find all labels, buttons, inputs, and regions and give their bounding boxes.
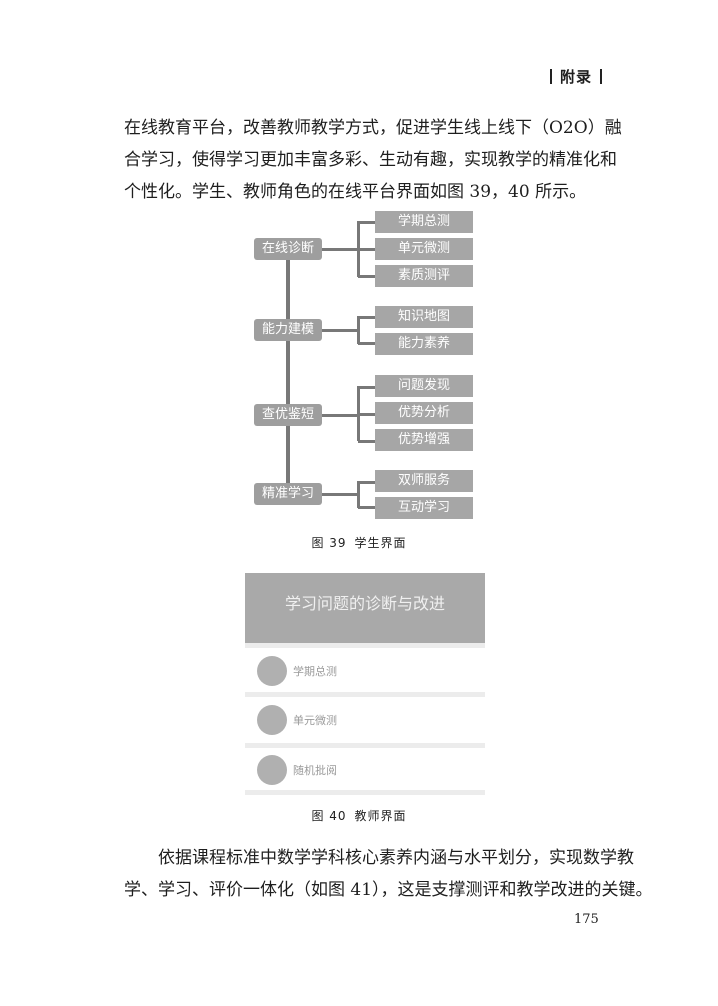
divider [245, 743, 485, 748]
list-item: 单元微测 [245, 700, 485, 740]
leaf-node: 学期总测 [375, 211, 473, 233]
connector-line [358, 440, 375, 443]
branch-line [357, 481, 360, 508]
connector-line [322, 493, 358, 496]
leaf-node: 素质测评 [375, 265, 473, 287]
root-node: 精准学习 [254, 483, 322, 505]
leaf-node: 问题发现 [375, 375, 473, 397]
caption-number: 图 39 [311, 536, 347, 550]
list-item: 随机批阅 [245, 750, 485, 790]
leaf-node: 优势增强 [375, 429, 473, 451]
leaf-node: 优势分析 [375, 402, 473, 424]
root-node: 在线诊断 [254, 238, 322, 260]
paragraph-line: 合学习，使得学习更加丰富多彩、生动有趣，实现教学的精准化和 [124, 150, 617, 170]
running-header: 附录 [542, 66, 610, 87]
leaf-node: 知识地图 [375, 306, 473, 328]
connector-line [358, 275, 375, 278]
connector-line [358, 386, 375, 389]
leaf-node: 双师服务 [375, 470, 473, 492]
intro-paragraph: 在线教育平台，改善教师教学方式，促进学生线上线下（O2O）融 合学习，使得学习更… [124, 112, 622, 208]
connector-line [322, 248, 358, 251]
root-node: 查优鉴短 [254, 404, 322, 426]
divider [245, 790, 485, 795]
list-item-label: 学期总测 [293, 665, 337, 678]
root-node: 能力建模 [254, 319, 322, 341]
connector-line [358, 221, 375, 224]
divider [245, 643, 485, 648]
paragraph-line: 依据课程标准中数学学科核心素养内涵与水平划分，实现数学教 [124, 848, 634, 868]
avatar-circle-icon [257, 656, 287, 686]
header-bar-right [600, 69, 602, 84]
connector-line [358, 506, 375, 509]
header-bar-left [549, 69, 552, 84]
connector-line [322, 414, 358, 417]
connector-line [358, 413, 375, 416]
leaf-node: 能力素养 [375, 333, 473, 355]
paragraph-line: 在线教育平台，改善教师教学方式，促进学生线上线下（O2O）融 [124, 118, 622, 138]
leaf-node: 互动学习 [375, 497, 473, 519]
avatar-circle-icon [257, 705, 287, 735]
header-text: 附录 [559, 68, 592, 86]
teacher-panel-title: 学习问题的诊断与改进 [245, 573, 485, 643]
caption-text: 教师界面 [354, 809, 407, 823]
figure-39-caption: 图 39 学生界面 [0, 534, 718, 551]
paragraph-line: 个性化。学生、教师角色的在线平台界面如图 39，40 所示。 [124, 182, 587, 202]
branch-line [357, 316, 360, 344]
list-item: 学期总测 [245, 651, 485, 691]
connector-line [322, 329, 358, 332]
divider [245, 692, 485, 697]
leaf-node: 单元微测 [375, 238, 473, 260]
connector-line [358, 248, 375, 251]
teacher-interface-mockup: 学习问题的诊断与改进 学期总测 单元微测 随机批阅 [245, 573, 485, 795]
student-interface-diagram: 在线诊断 学期总测 单元微测 素质测评 能力建模 知识地图 能力素养 查优鉴短 … [254, 211, 473, 519]
connector-line [358, 481, 375, 484]
avatar-circle-icon [257, 755, 287, 785]
caption-number: 图 40 [311, 809, 347, 823]
caption-text: 学生界面 [354, 536, 407, 550]
connector-line [358, 316, 375, 319]
list-item-label: 单元微测 [293, 714, 337, 727]
connector-line [358, 342, 375, 345]
trunk-line [286, 260, 290, 492]
paragraph-line: 学、学习、评价一体化（如图 41），这是支撑测评和教学改进的关键。 [124, 880, 653, 900]
list-item-label: 随机批阅 [293, 764, 337, 777]
closing-paragraph: 依据课程标准中数学学科核心素养内涵与水平划分，实现数学教 学、学习、评价一体化（… [124, 842, 653, 906]
page-number: 175 [574, 912, 599, 927]
figure-40-caption: 图 40 教师界面 [0, 807, 718, 824]
